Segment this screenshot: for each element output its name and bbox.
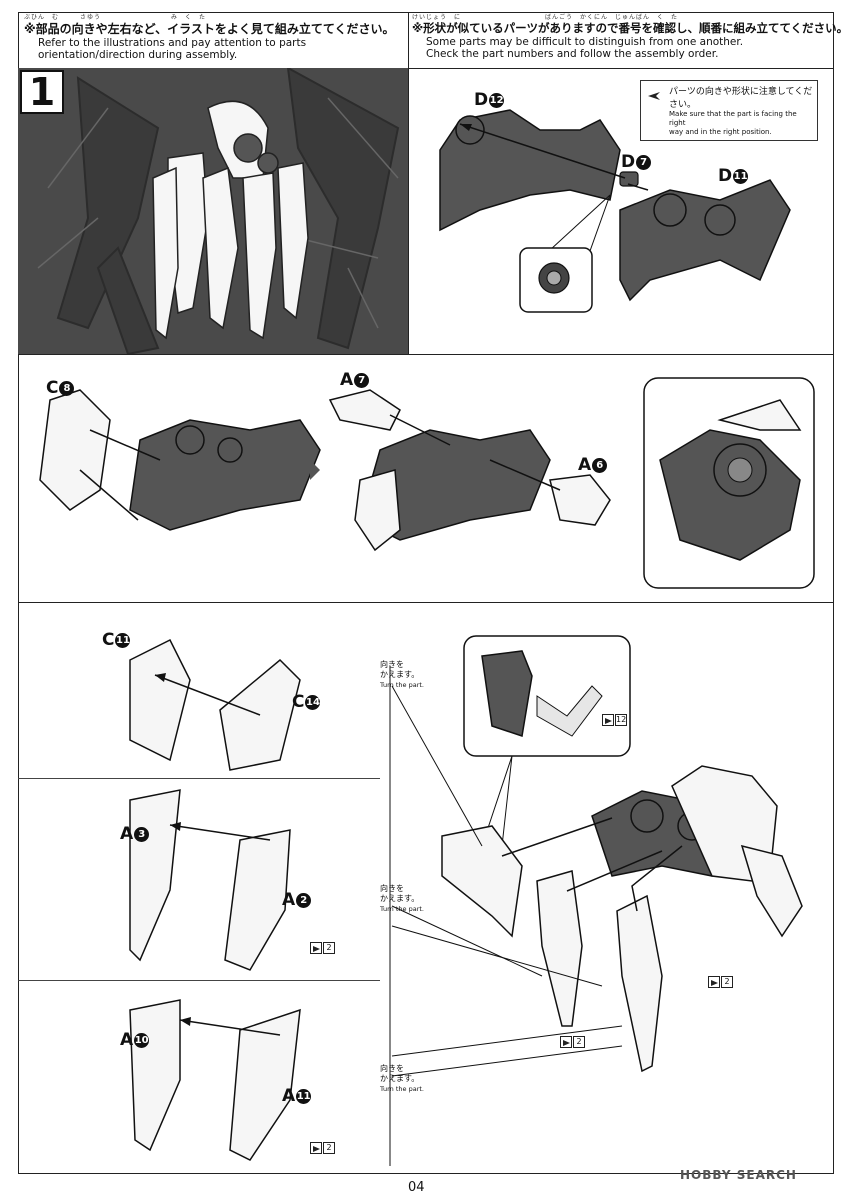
orientation-note-en-1: Make sure that the part is facing the ri… [669,110,797,127]
gate-mark-main-1: 2 [560,1036,585,1048]
row1-divider [408,68,409,354]
subdivider-1 [18,778,380,779]
header-bottom-rule [18,68,834,69]
gate-icon [560,1036,572,1048]
header-right-en-1: Some parts may be difficult to distingui… [426,36,744,48]
header-left-furigana: ぶひん む さゆう み く た [24,14,207,20]
gate-mark-a2: 2 [310,942,335,954]
gate-mark-a11: 2 [310,1142,335,1154]
caution-arrow-icon [648,92,660,100]
subdivider-2 [18,980,380,981]
orientation-note: パーツの向きや形状に注意してください。 Make sure that the p… [640,80,818,141]
row3-main-illustration [389,635,803,1166]
overview-illustration [37,68,400,354]
turn-part-note-3: 向きを かえます。 Turn the part. [380,1064,424,1093]
header-right: けいじょう に ばんごう かくにん じゅんばん く た ※形状が似ているパーツが… [412,12,846,68]
header-left-jp: ※部品の向きや左右など、イラストをよく見て組み立ててください。 [24,22,395,36]
gate-icon [708,976,720,988]
watermark: HOBBY SEARCH [680,1168,797,1182]
turn-part-note-2: 向きを かえます。 Turn the part. [380,884,424,913]
header-divider [408,12,409,68]
gate-icon [310,942,322,954]
header-right-jp: ※形状が似ているパーツがありますので番号を確認し、順番に組み立ててください。 [412,21,846,35]
gate-mark-12: 12 [602,714,627,726]
header-right-furigana: けいじょう に ばんごう かくにん じゅんばん く た [412,14,679,20]
row3-left-illustration [129,638,301,1161]
orientation-note-jp: パーツの向きや形状に注意してください。 [669,87,813,110]
gate-icon [602,714,614,726]
step-overview-panel [18,68,408,354]
gate-icon [310,1142,322,1154]
gate-mark-main-2: 2 [708,976,733,988]
step-number: 1 [20,70,64,114]
row1-bottom-rule [18,354,834,355]
page-frame [18,12,834,1174]
orientation-note-en-2: way and in the right position. [669,128,772,136]
row2-parts-illustration [39,377,815,589]
page-number: 04 [408,1180,425,1195]
header-left-en-2: orientation/direction during assembly. [38,49,238,61]
turn-part-note-1: 向きを かえます。 Turn the part. [380,660,424,689]
header-left: ぶひん む さゆう み く た ※部品の向きや左右など、イラストをよく見て組み立… [24,12,404,68]
header-left-en-1: Refer to the illustrations and pay atten… [38,37,307,49]
row2-bottom-rule [18,602,834,603]
header-right-en-2: Check the part numbers and follow the as… [426,48,719,60]
row1-parts-illustration [439,109,791,313]
